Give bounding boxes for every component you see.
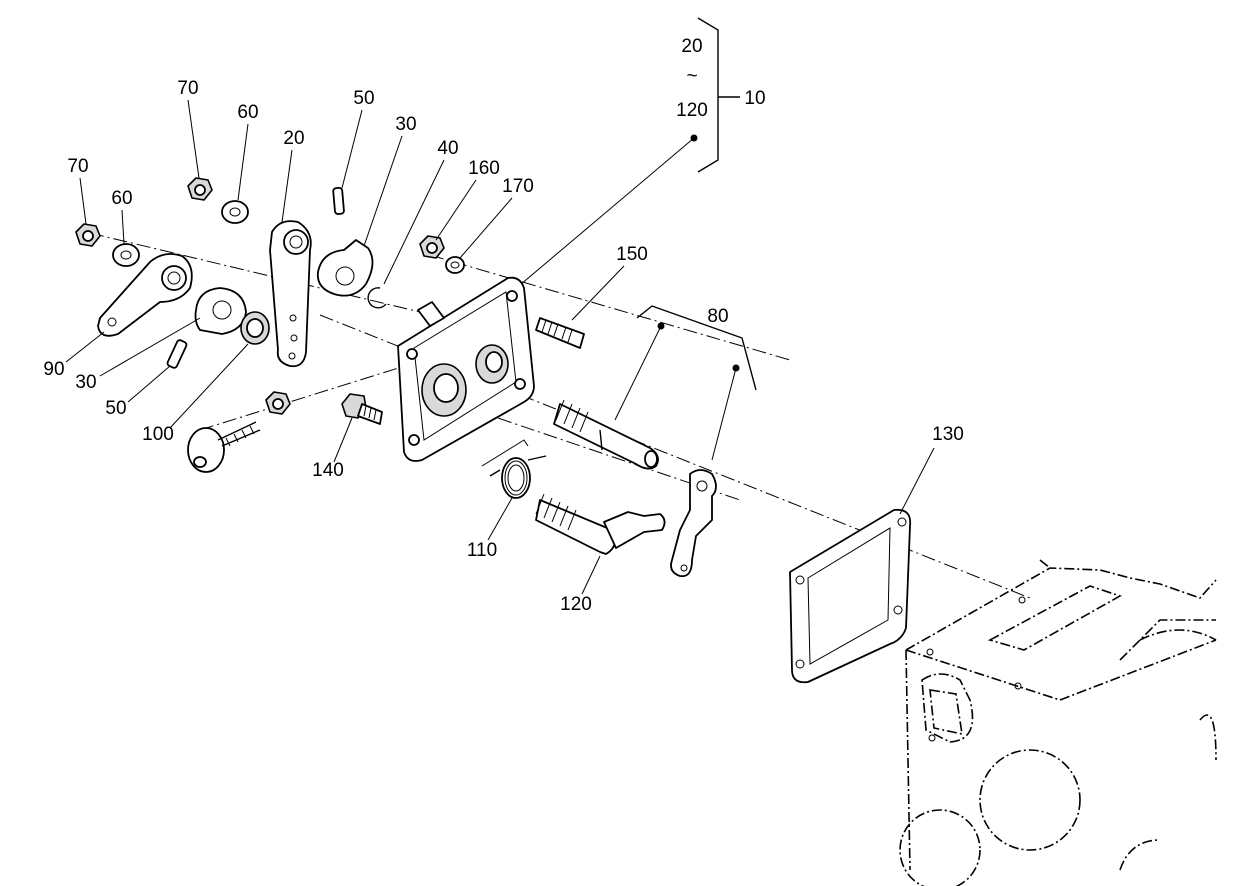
group-bracket-80: 80 xyxy=(614,305,757,461)
callout-gasket-130: 130 xyxy=(932,424,964,445)
pin-50-lower: 50 xyxy=(105,339,188,419)
nut-70-left: 70 xyxy=(67,156,101,247)
callout-group-80: 80 xyxy=(707,306,728,327)
callout-group-id: 10 xyxy=(744,88,765,109)
callout-shaft-120: 120 xyxy=(560,594,592,615)
adjusting-screw xyxy=(187,391,291,473)
nut-160: 160 xyxy=(419,158,500,259)
callout-washer-60-b: 60 xyxy=(111,188,132,209)
spring-110: 110 xyxy=(467,439,547,561)
callout-stud-150: 150 xyxy=(616,244,648,265)
callout-screw-140: 140 xyxy=(312,460,344,481)
screw-140: 140 xyxy=(312,393,383,481)
washer-60-upper: 60 xyxy=(221,102,259,224)
callout-washer-170: 170 xyxy=(502,176,534,197)
cam-30-upper: 30 xyxy=(316,114,417,297)
callout-pin-50-a: 50 xyxy=(353,88,374,109)
callout-pin-50-b: 50 xyxy=(105,398,126,419)
callout-seal-100: 100 xyxy=(142,424,174,445)
clip-40: 40 xyxy=(367,138,459,309)
callout-group-tilde: ~ xyxy=(686,66,697,87)
engine-housing xyxy=(899,559,1217,886)
callout-nut-70-a: 70 xyxy=(177,78,198,99)
callout-cam-30-a: 30 xyxy=(395,114,416,135)
callout-lever-90: 90 xyxy=(43,359,64,380)
gasket-130: 130 xyxy=(789,424,964,684)
callout-nut-160: 160 xyxy=(468,158,500,179)
callout-spring-110: 110 xyxy=(467,540,497,561)
shaft-120: 120 xyxy=(535,493,666,615)
nut-70-upper: 70 xyxy=(177,78,213,201)
seal-100: 100 xyxy=(142,311,270,445)
washer-60-left: 60 xyxy=(111,188,140,267)
lever-90: 90 xyxy=(43,253,193,380)
callout-cam-30-b: 30 xyxy=(75,372,96,393)
callout-lever-20: 20 xyxy=(283,128,304,149)
callout-nut-70-b: 70 xyxy=(67,156,88,177)
washer-170: 170 xyxy=(445,176,534,274)
lever-plate xyxy=(670,469,717,578)
callout-group-bottom: 120 xyxy=(676,100,708,121)
cam-30-lower: 30 xyxy=(75,287,247,393)
shaft-upper xyxy=(553,399,659,470)
callout-group-top: 20 xyxy=(681,36,702,57)
pin-50-upper: 50 xyxy=(332,88,375,215)
stud-150: 150 xyxy=(535,244,648,349)
callout-clip-40: 40 xyxy=(437,138,458,159)
cover-plate xyxy=(397,276,535,462)
group-bracket-10: 20 ~ 120 10 xyxy=(519,17,766,286)
lever-20: 20 xyxy=(269,128,312,368)
callout-washer-60-a: 60 xyxy=(237,102,258,123)
